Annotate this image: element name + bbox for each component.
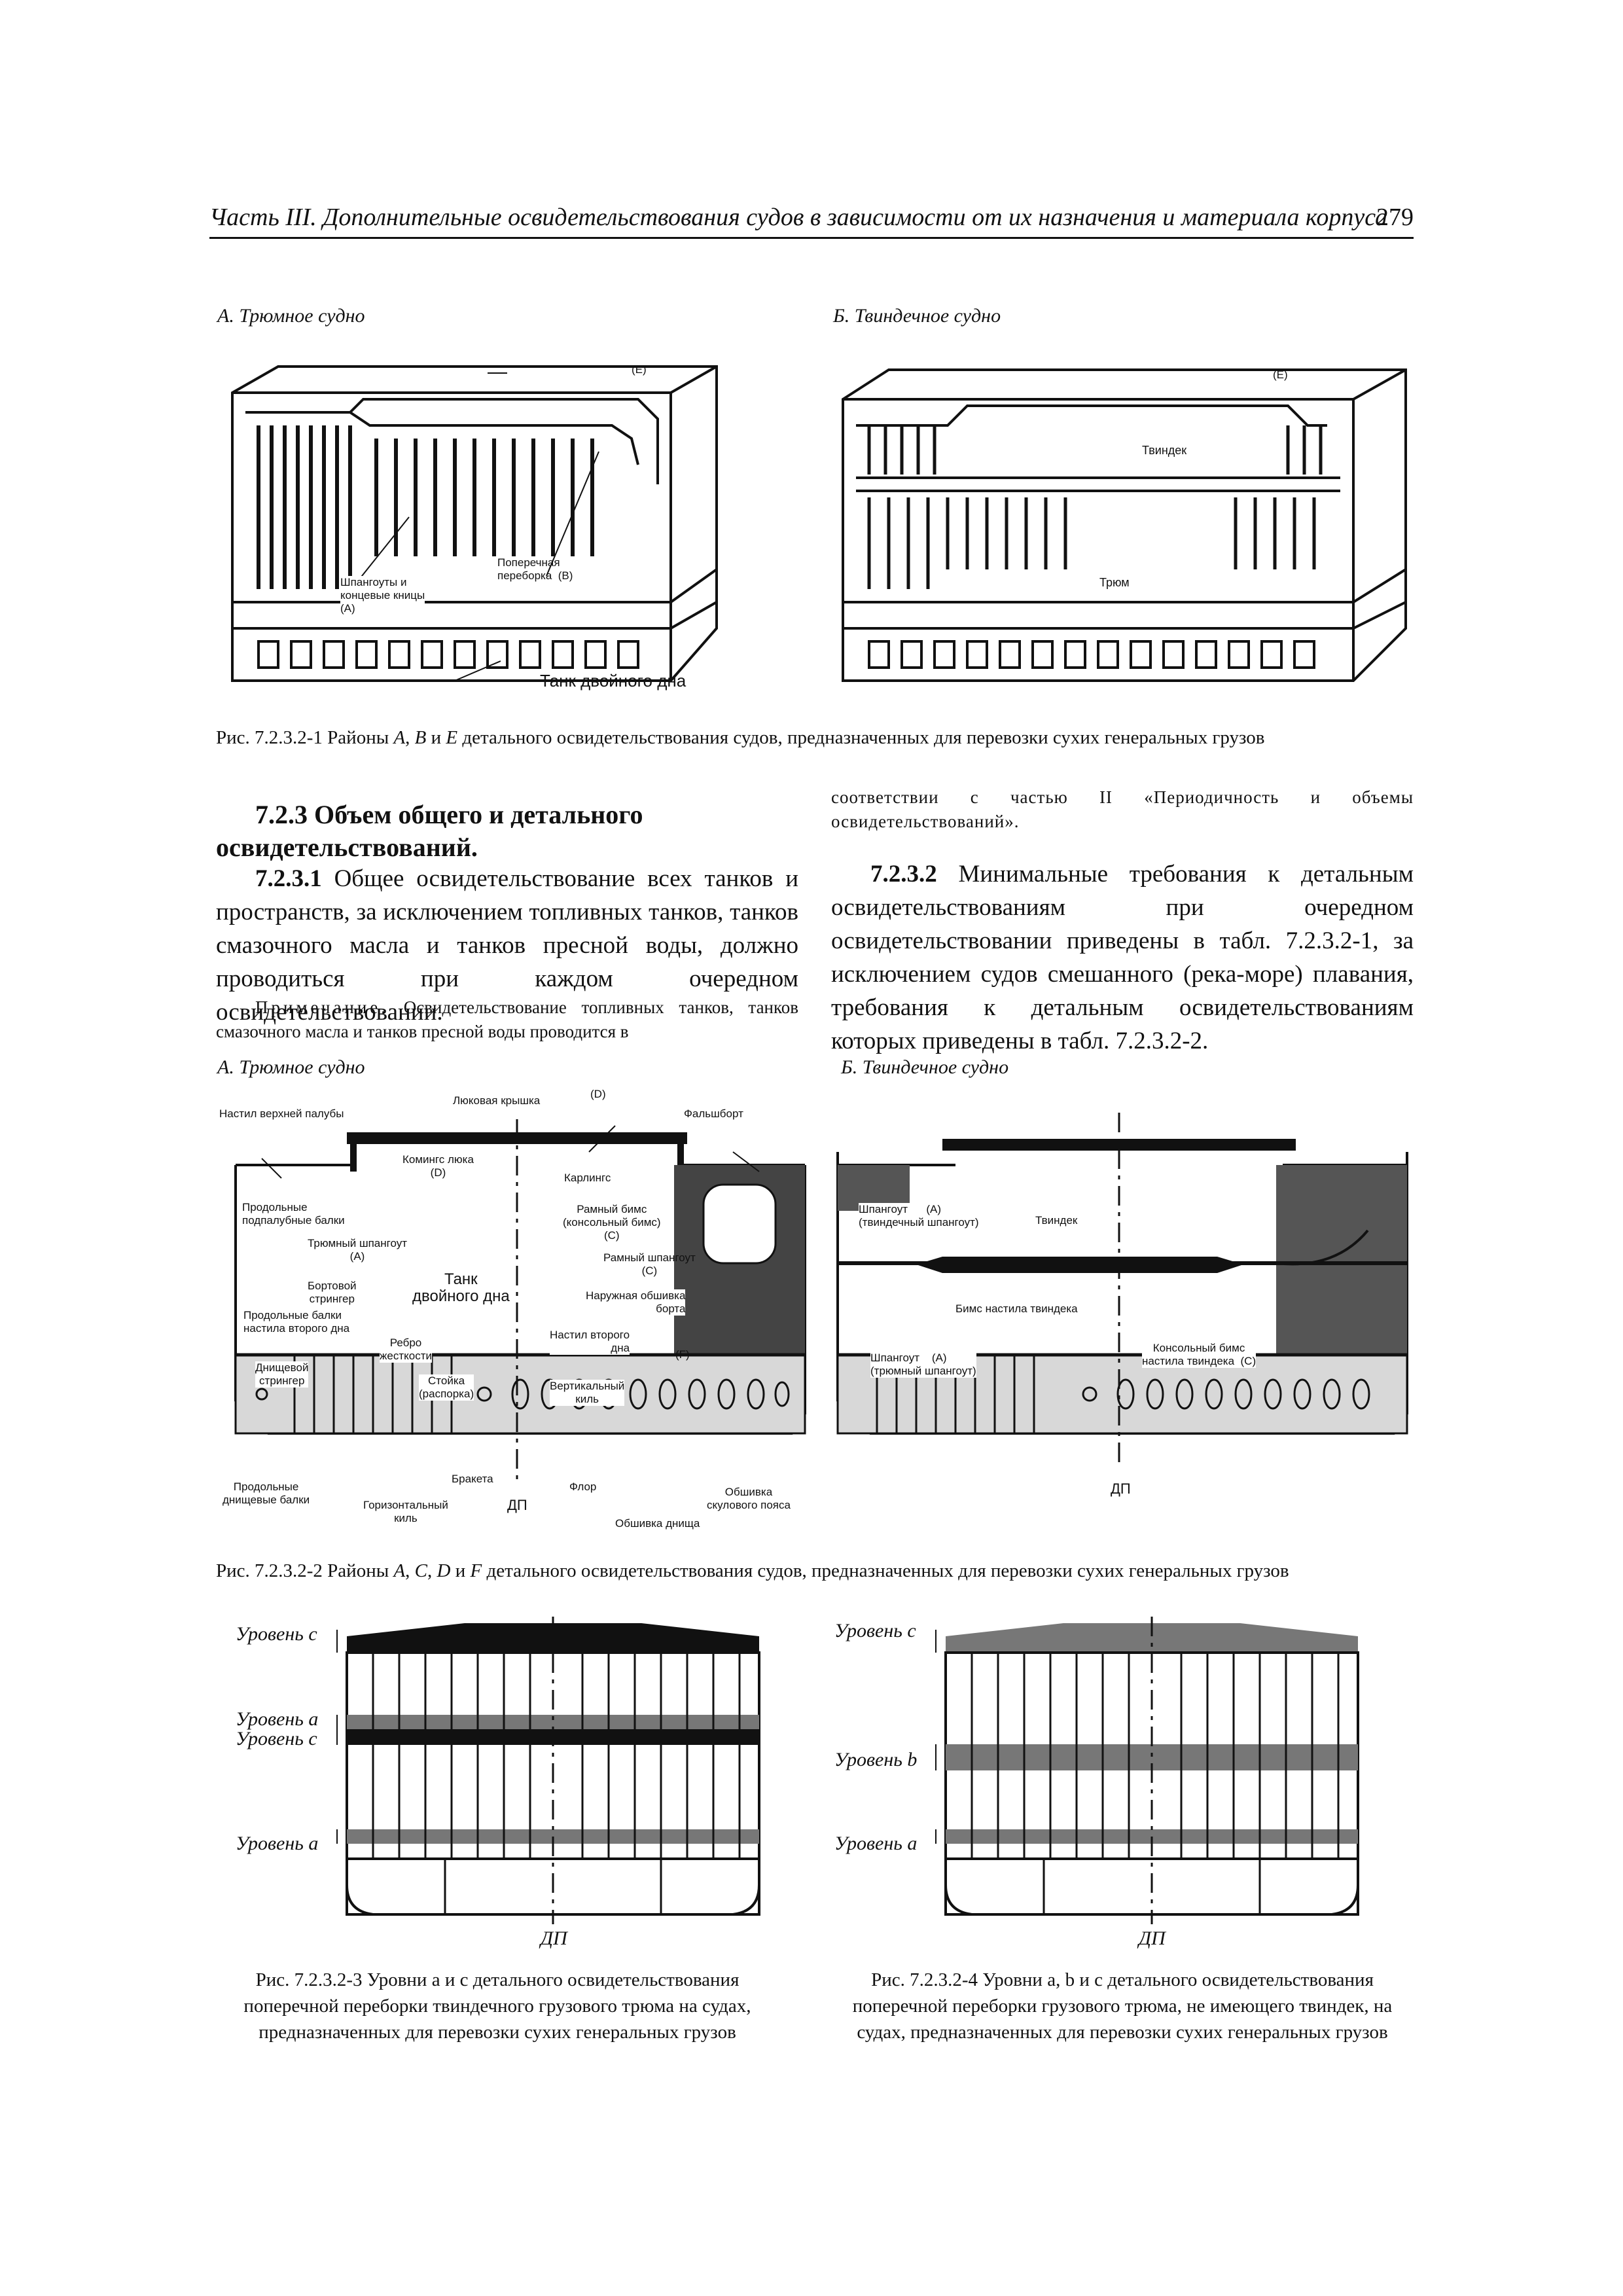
fig3-caption: Рис. 7.2.3.2-3 Уровни a и c детального о…: [243, 1969, 751, 2043]
fig2-right-label-tweendeck-beam: Бимс настила твиндека: [955, 1302, 1078, 1316]
paragraph-7-2-3-1-number: 7.2.3.1: [255, 865, 322, 892]
fig4-level-c: Уровень c: [834, 1620, 916, 1641]
paragraph-7-2-3-1: 7.2.3.1 Общее освидетельствование всех т…: [216, 862, 798, 1029]
fig2-label-bulwark: Фальшборт: [684, 1107, 743, 1120]
fig2-right-subcaption: Б. Твиндечное судно: [841, 1056, 1009, 1078]
fig1-caption-prefix: Рис. 7.2.3.2-1 Районы: [216, 727, 389, 748]
fig2-label-side-stringer: Бортовой стрингер: [308, 1280, 357, 1306]
note-text: Освидетельствование топливных танков, та…: [216, 997, 798, 1041]
fig2-right-midship-drawing: [836, 1113, 1408, 1466]
fig2-caption: Рис. 7.2.3.2-2 Районы A, C, D и F деталь…: [216, 1560, 1289, 1581]
fig3-level-c-mid: Уровень c: [236, 1728, 317, 1749]
fig2-label-web-beam: Рамный бимс (консольный бимс) (C): [563, 1203, 661, 1242]
fig3-level-a-bottom: Уровень a: [236, 1833, 319, 1854]
fig2-label-vertical-keel: Вертикальный киль: [550, 1380, 625, 1406]
fig1-label-frames: Шпангоуты и концевые кницы (A): [340, 576, 425, 615]
fig1-caption-e: E: [446, 727, 458, 748]
fig1-caption-comma: ,: [405, 727, 410, 748]
fig2-label-long-bottom: Продольные днищевые балки: [223, 1480, 310, 1506]
fig2-label-shell-plating: Наружная обшивка борта: [586, 1289, 686, 1316]
fig3-level-c-top: Уровень c: [236, 1623, 317, 1645]
paragraph-7-2-3-2: 7.2.3.2 Минимальные требования к детальн…: [831, 857, 1414, 1058]
fig1-right-subcaption: Б. Твиндечное судно: [833, 305, 1001, 327]
fig1-caption-b: B: [414, 727, 427, 748]
fig1-caption-a: A: [393, 727, 406, 748]
fig4-bulkhead-drawing: [935, 1617, 1359, 1924]
fig2-label-web-frame: Рамный шпангоут (C): [603, 1251, 696, 1277]
fig2-right-label-cantilever: Консольный бимс настила твиндека (C): [1142, 1342, 1257, 1368]
fig4-level-a: Уровень a: [834, 1833, 918, 1854]
fig2-label-carling: Карлингс: [564, 1172, 611, 1184]
note-continuation: соответствии с частью II «Периодичность …: [831, 787, 1414, 831]
fig1-label-tweendeck: Твиндек: [1142, 444, 1187, 457]
paragraph-7-2-3-2-number: 7.2.3.2: [870, 861, 937, 888]
fig1-caption: Рис. 7.2.3.2-1 Районы A, B и E детальног…: [216, 725, 1427, 751]
fig3-level-a-mid: Уровень a: [236, 1708, 319, 1730]
fig4-cl: ДП: [1139, 1928, 1166, 1949]
fig2-caption-rest: детального освидетельствования судов, пр…: [486, 1560, 1289, 1581]
note-label: Примечание.: [255, 997, 389, 1017]
fig2-caption-a: A: [393, 1560, 406, 1581]
page-number: 279: [1376, 204, 1414, 231]
fig1-caption-and: и: [431, 727, 442, 748]
fig2-label-d-top: (D): [590, 1088, 606, 1100]
fig1-right-label-e: (E): [1273, 368, 1288, 381]
fig3-bulkhead-drawing: [336, 1617, 760, 1924]
header-title: Часть III. Дополнительные освидетельство…: [209, 204, 1388, 231]
fig4-level-b: Уровень b: [834, 1749, 918, 1770]
fig2-label-long-inner-bottom: Продольные балки настила второго дна: [243, 1309, 350, 1335]
fig2-right-label-hold-frame: Шпангоут (A) (трюмный шпангоут): [870, 1352, 976, 1378]
running-header: Часть III. Дополнительные освидетельство…: [209, 202, 1414, 239]
fig1-label-bulkhead: Поперечная переборка (B): [497, 556, 573, 582]
fig2-label-deck-plating: Настил верхней палубы: [219, 1107, 344, 1120]
paragraph-7-2-3-1-text: Общее освидетельствование всех танков и …: [216, 865, 798, 1026]
paragraph-7-2-3-2-text: Минимальные требования к детальным освид…: [831, 861, 1414, 1054]
fig1-caption-rest: детального освидетельствования судов, пр…: [462, 727, 1265, 748]
section-heading: 7.2.3 Объем общего и детального освидете…: [216, 800, 643, 862]
fig2-caption-and: и: [455, 1560, 466, 1581]
fig2-label-inner-bottom: Настил второго дна: [550, 1329, 630, 1355]
fig2-left-subcaption: А. Трюмное судно: [217, 1056, 365, 1078]
fig2-left-midship-drawing: [234, 1119, 806, 1479]
fig2-label-stiffener: Ребро жесткости: [380, 1336, 432, 1363]
fig2-label-pillar: Стойка (распорка): [419, 1374, 474, 1401]
note-paragraph: Примечание. Освидетельствование топливны…: [216, 996, 798, 1044]
fig2-label-hatch-cover: Люковая крышка: [453, 1094, 541, 1107]
fig2-label-cl-left: ДП: [507, 1497, 527, 1513]
fig2-label-long-deck-beams: Продольные подпалубные балки: [242, 1201, 345, 1227]
fig1-tweendeck-drawing: [842, 368, 1407, 682]
fig2-label-bracket: Бракета: [452, 1473, 493, 1485]
fig2-label-horiz-keel: Горизонтальный киль: [363, 1499, 448, 1524]
fig2-right-label-frame: Шпангоут (A) (твиндечный шпангоут): [859, 1203, 979, 1229]
fig2-label-floor: Флор: [569, 1480, 597, 1493]
fig2-label-db-tank: Танк двойного дна: [412, 1270, 510, 1305]
fig2-caption-f: F: [470, 1560, 482, 1581]
fig2-caption-prefix: Рис. 7.2.3.2-2 Районы: [216, 1560, 389, 1581]
fig1-left-subcaption: А. Трюмное судно: [217, 305, 365, 327]
fig2-label-f: (F): [675, 1348, 690, 1361]
fig2-label-hold-frame: Трюмный шпангоут (A): [308, 1237, 408, 1263]
fig1-left-label-e: (E): [632, 363, 647, 376]
fig2-label-bilge-shell: Обшивка скулового пояса: [707, 1486, 791, 1511]
fig1-label-double-bottom: Танк двойного дна: [540, 671, 687, 691]
fig2-right-label-cl: ДП: [1111, 1480, 1131, 1497]
fig2-label-bottom-shell: Обшивка днища: [615, 1517, 700, 1530]
fig2-label-bottom-girder: Днищевой стрингер: [255, 1361, 309, 1388]
fig2-right-label-tweendeck: Твиндек: [1035, 1214, 1078, 1227]
fig2-caption-c: C: [414, 1560, 428, 1581]
fig2-label-coaming: Комингс люка (D): [402, 1153, 474, 1179]
fig3-cl: ДП: [541, 1928, 567, 1949]
fig1-cargo-hold-drawing: [231, 365, 718, 682]
fig4-caption: Рис. 7.2.3.2-4 Уровни a, b и c детальног…: [852, 1969, 1393, 2043]
fig2-caption-d: D: [437, 1560, 451, 1581]
fig1-label-hold: Трюм: [1099, 576, 1130, 589]
